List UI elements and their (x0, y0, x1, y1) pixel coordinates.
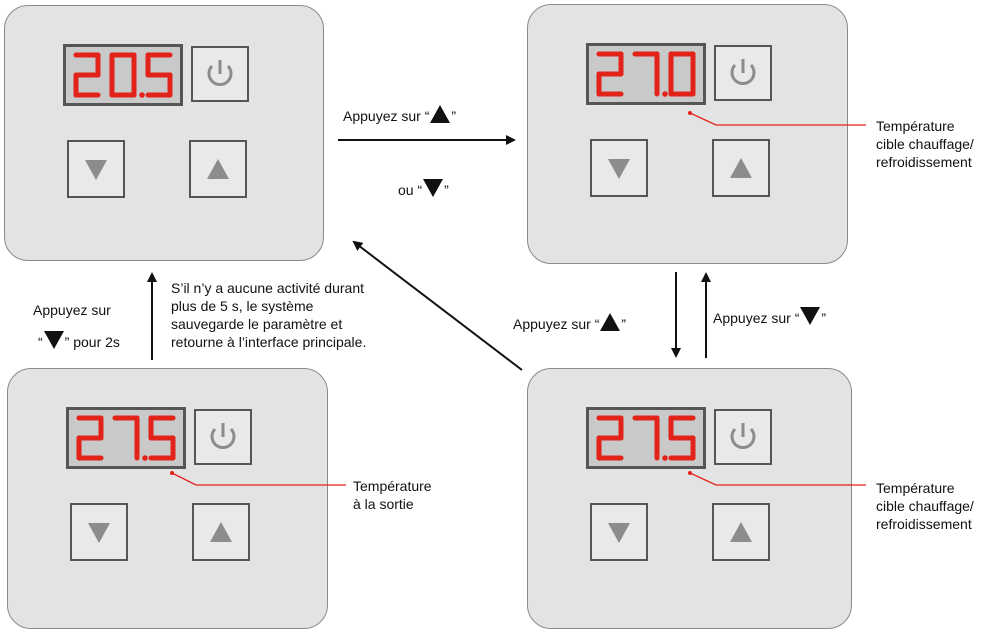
label-or-down: ou “ ” (398, 178, 449, 199)
label-line: refroidissement (876, 516, 972, 532)
quote: ” (621, 316, 627, 332)
label-line: refroidissement (876, 154, 972, 170)
label-line: S’il n’y a aucune activité durant (171, 280, 364, 296)
power-icon (730, 423, 756, 449)
annotation-line-tr (689, 112, 866, 126)
quote: “ (424, 108, 430, 124)
label-line: cible chauffage/ (876, 498, 974, 514)
seven-segment-digits (596, 51, 696, 97)
label-outlet-temp: Température à la sortie (353, 477, 432, 513)
label-line: cible chauffage/ (876, 136, 974, 152)
triangle-down-icon (43, 331, 64, 349)
label-line: Température (353, 478, 432, 494)
quote: “ (417, 182, 423, 198)
annotation-line-bl (171, 472, 346, 486)
up-button[interactable] (192, 503, 250, 561)
triangle-down-icon (88, 523, 110, 543)
label-press-down: Appuyez sur “ ” (713, 306, 826, 327)
power-icon (210, 423, 236, 449)
label-line: retourne à l’interface principale. (171, 334, 367, 350)
decimal-point (662, 455, 668, 461)
down-button[interactable] (67, 140, 125, 198)
label-line: à la sortie (353, 496, 414, 512)
up-button[interactable] (712, 139, 770, 197)
temperature-display (586, 407, 706, 469)
label-press-down-2s-line2: “ ” pour 2s (38, 330, 120, 351)
label-text: Appuyez sur (343, 108, 421, 124)
label-press-down-2s-line1: Appuyez sur (33, 301, 111, 319)
triangle-up-icon (210, 522, 232, 542)
triangle-up-icon (600, 313, 621, 331)
triangle-down-icon (608, 159, 630, 179)
temperature-display (586, 43, 706, 105)
quote: ” (451, 108, 457, 124)
label-text: Appuyez sur (33, 302, 111, 318)
label-timeout: S’il n’y a aucune activité durant plus d… (171, 279, 366, 351)
temperature-display (66, 407, 186, 469)
label-text: Appuyez sur (513, 316, 591, 332)
arrow-br-to-tl (352, 240, 523, 371)
down-button[interactable] (590, 503, 648, 561)
power-button[interactable] (714, 409, 772, 465)
label-text: Appuyez sur (713, 310, 791, 326)
triangle-down-icon (608, 523, 630, 543)
quote: “ (38, 334, 43, 350)
power-button[interactable] (191, 46, 249, 102)
triangle-up-icon (430, 105, 451, 123)
power-button[interactable] (714, 45, 772, 101)
thermostat-panel-outlet (7, 368, 328, 629)
quote: “ (794, 310, 800, 326)
triangle-down-icon (800, 307, 821, 325)
label-line: sauvegarde le paramètre et (171, 316, 343, 332)
label-line: Température (876, 118, 955, 134)
triangle-up-icon (730, 522, 752, 542)
quote: ” (821, 310, 827, 326)
up-button[interactable] (712, 503, 770, 561)
decimal-point (139, 92, 145, 98)
label-text: pour 2s (73, 334, 120, 350)
decimal-point (142, 455, 148, 461)
triangle-up-icon (207, 159, 229, 179)
label-line: plus de 5 s, le système (171, 298, 314, 314)
seven-segment-digits (73, 52, 173, 98)
thermostat-panel-setpoint-adjust (527, 368, 852, 629)
triangle-down-icon (85, 160, 107, 180)
triangle-down-icon (423, 179, 444, 197)
label-line: Température (876, 480, 955, 496)
thermostat-panel-setpoint (527, 4, 848, 264)
annotation-line-br (689, 472, 866, 486)
quote: “ (594, 316, 600, 332)
seven-segment-digits (596, 415, 696, 461)
quote: ” (64, 334, 70, 350)
label-press-up-2: Appuyez sur “ ” (513, 312, 626, 333)
down-button[interactable] (590, 139, 648, 197)
seven-segment-digits (76, 415, 176, 461)
label-target-temp-top: Température cible chauffage/ refroidisse… (876, 117, 974, 171)
triangle-up-icon (730, 158, 752, 178)
label-press-up: Appuyez sur “ ” (343, 104, 456, 125)
decimal-point (662, 91, 668, 97)
power-icon (207, 60, 233, 86)
temperature-display (63, 44, 183, 106)
power-button[interactable] (194, 409, 252, 465)
quote: ” (444, 182, 449, 198)
down-button[interactable] (70, 503, 128, 561)
power-icon (730, 59, 756, 85)
thermostat-panel-main (4, 5, 324, 261)
label-text: ou (398, 182, 414, 198)
up-button[interactable] (189, 140, 247, 198)
label-target-temp-bottom: Température cible chauffage/ refroidisse… (876, 479, 974, 533)
